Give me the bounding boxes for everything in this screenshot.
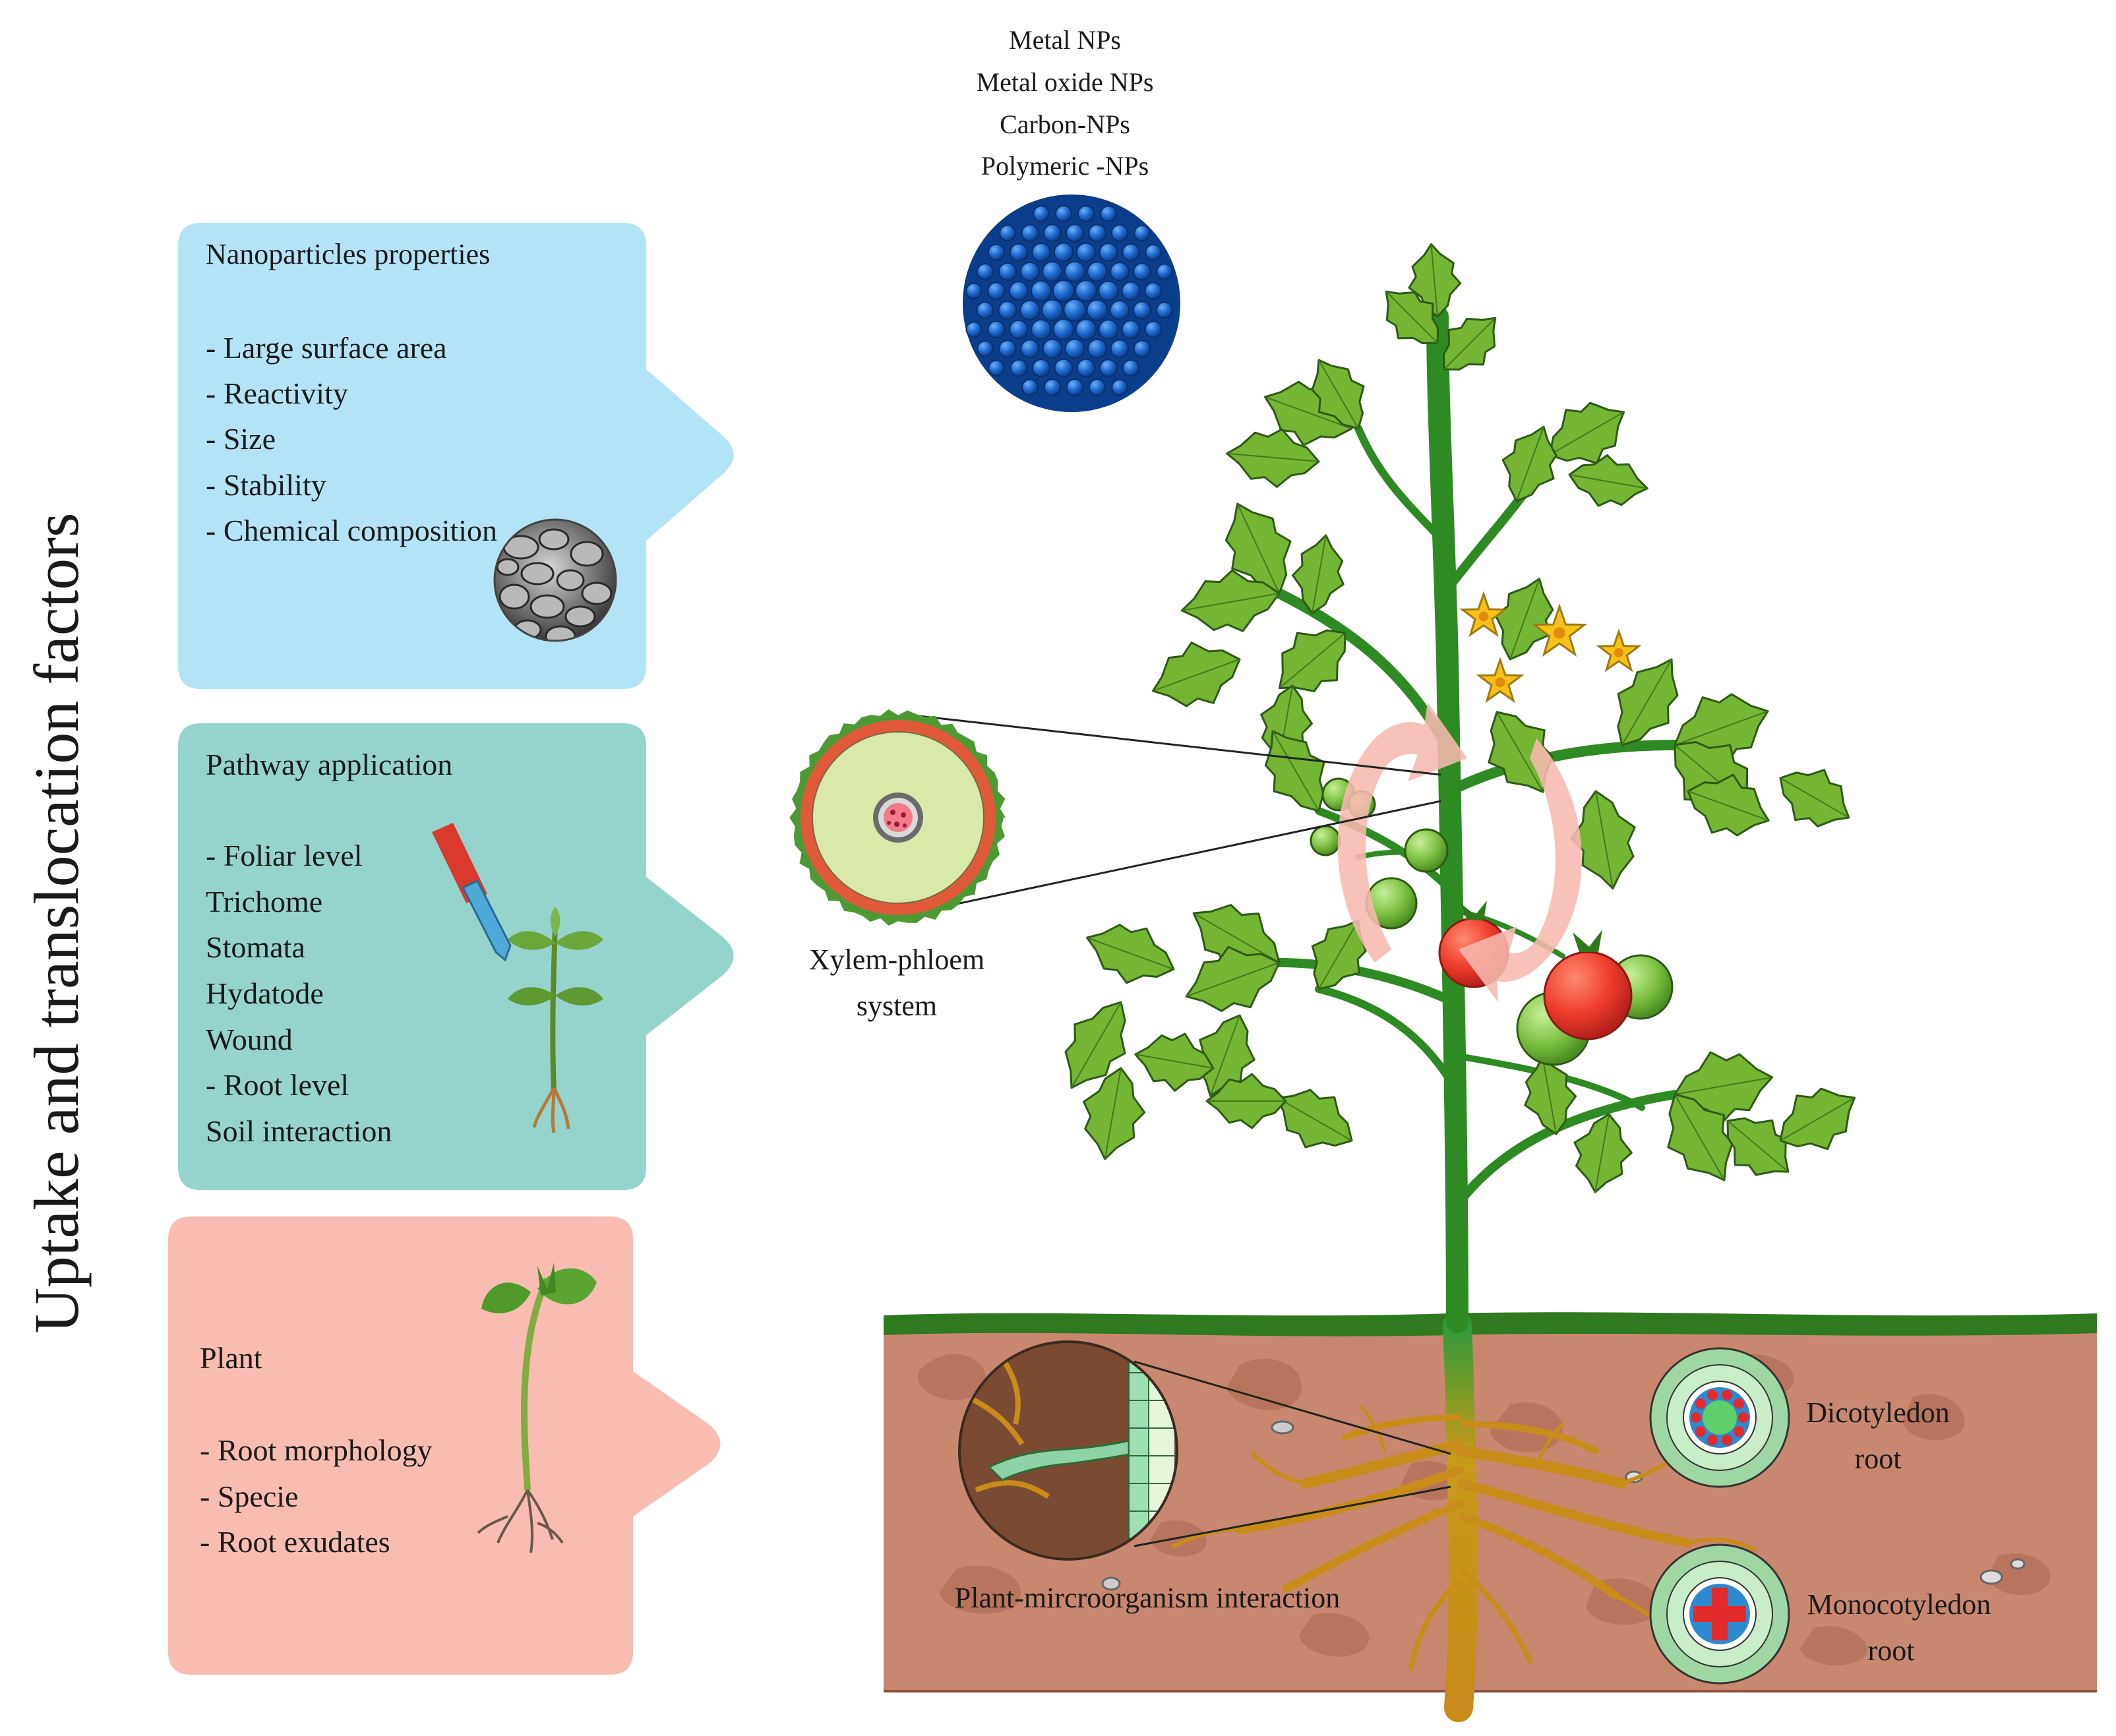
- panel-pathway-line-1: - Foliar level: [206, 839, 363, 872]
- np-type-4: Polymeric -NPs: [981, 151, 1149, 181]
- panel-pathway-line-3: Stomata: [206, 930, 305, 964]
- panel-plant-title: Plant: [200, 1341, 262, 1375]
- label-monocot-1: Monocotyledon: [1807, 1588, 1991, 1621]
- np-type-1: Metal NPs: [1009, 25, 1121, 55]
- monocot-root-section: [1649, 1543, 1790, 1685]
- panel-pathway-title: Pathway application: [206, 748, 452, 781]
- side-title: Uptake and translocation factors: [21, 513, 92, 1334]
- np-type-3: Carbon-NPs: [1000, 109, 1130, 139]
- label-xylem-1: Xylem-phloem: [809, 943, 984, 976]
- label-dicot-1: Dicotyledon: [1806, 1396, 1950, 1429]
- plant-leaves: [1064, 243, 1856, 1193]
- np-types-list: Metal NPs Metal oxide NPs Carbon-NPs Pol…: [977, 25, 1154, 181]
- panel-nanoparticles-line-4: - Stability: [206, 468, 326, 502]
- panel-nanoparticles-title: Nanoparticles properties: [206, 238, 490, 270]
- label-xylem-2: system: [857, 990, 937, 1022]
- np-type-2: Metal oxide NPs: [977, 67, 1154, 97]
- label-monocot-2: root: [1868, 1634, 1915, 1667]
- panel-plant-line-3: - Root exudates: [200, 1525, 390, 1559]
- panel-nanoparticles-line-2: - Reactivity: [206, 376, 348, 410]
- panel-pathway-line-4: Hydatode: [206, 976, 324, 1010]
- flowers: [1459, 591, 1642, 703]
- sem-image: [493, 518, 617, 642]
- panel-nanoparticles-line-1: - Large surface area: [206, 331, 447, 365]
- panel-nanoparticles-line-3: - Size: [206, 422, 276, 456]
- seedling-icon: [508, 907, 603, 1133]
- panel-pathway-line-7: Soil interaction: [206, 1114, 392, 1148]
- panel-pathway-line-6: - Root level: [206, 1068, 349, 1102]
- xylem-phloem-section: [789, 709, 1441, 926]
- dropper-icon: [432, 823, 512, 962]
- panel-plant-line-1: - Root morphology: [200, 1433, 433, 1467]
- panel-plant-line-2: - Specie: [200, 1480, 298, 1513]
- panel-pathway-line-5: Wound: [206, 1023, 293, 1056]
- label-microorganism: Plant-mircroorganism interaction: [955, 1582, 1340, 1614]
- panel-pathway: Pathway application - Foliar level Trich…: [178, 723, 734, 1190]
- dicot-root-section: [1649, 1347, 1790, 1488]
- nanoparticle-sphere-icon: [963, 195, 1180, 412]
- panel-nanoparticles: Nanoparticles properties - Large surface…: [178, 223, 734, 689]
- panel-plant: Plant - Root morphology - Specie - Root …: [168, 1216, 721, 1675]
- sprout-icon: [477, 1263, 597, 1553]
- label-dicot-2: root: [1855, 1443, 1902, 1475]
- panel-pathway-line-2: Trichome: [206, 885, 322, 918]
- panel-nanoparticles-line-5: - Chemical composition: [206, 514, 497, 547]
